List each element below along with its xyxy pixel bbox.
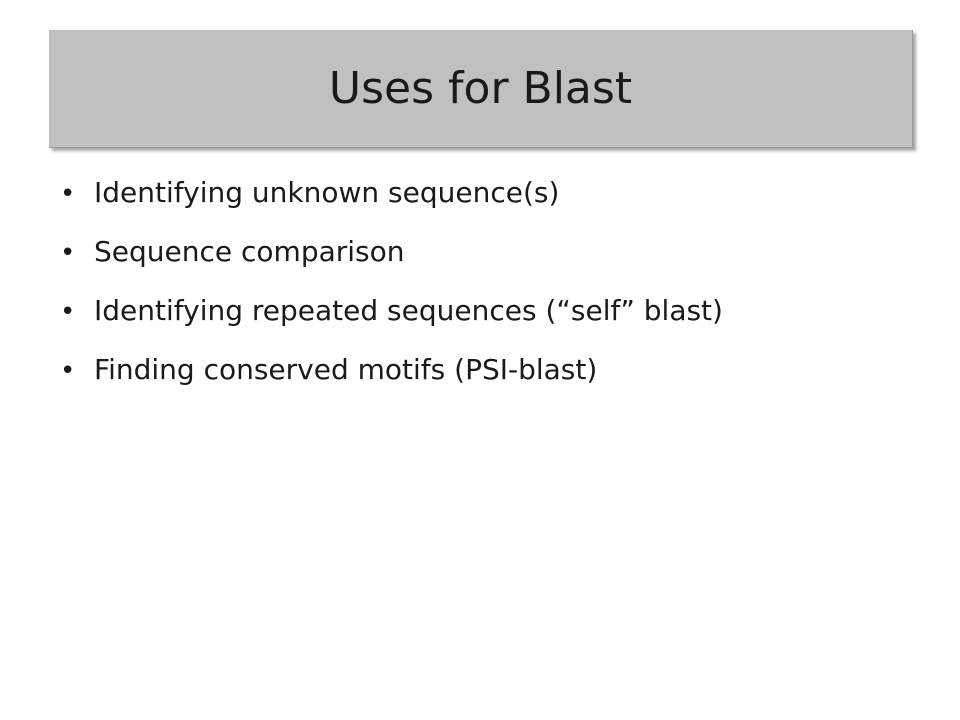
slide-title: Uses for Blast [328, 63, 633, 114]
bullet-icon: • [60, 356, 76, 386]
bullet-list: • Identifying unknown sequence(s) • Sequ… [60, 176, 920, 412]
bullet-item: • Identifying unknown sequence(s) [60, 176, 920, 235]
bullet-icon: • [60, 179, 76, 209]
title-bar: Uses for Blast [49, 30, 913, 148]
bullet-item: • Identifying repeated sequences (“self”… [60, 294, 920, 353]
bullet-icon: • [60, 297, 76, 327]
bullet-item: • Sequence comparison [60, 235, 920, 294]
bullet-text: Sequence comparison [94, 235, 405, 268]
bullet-text: Finding conserved motifs (PSI-blast) [94, 353, 598, 386]
bullet-text: Identifying repeated sequences (“self” b… [94, 294, 723, 327]
bullet-text: Identifying unknown sequence(s) [94, 176, 560, 209]
bullet-item: • Finding conserved motifs (PSI-blast) [60, 353, 920, 412]
bullet-icon: • [60, 238, 76, 268]
